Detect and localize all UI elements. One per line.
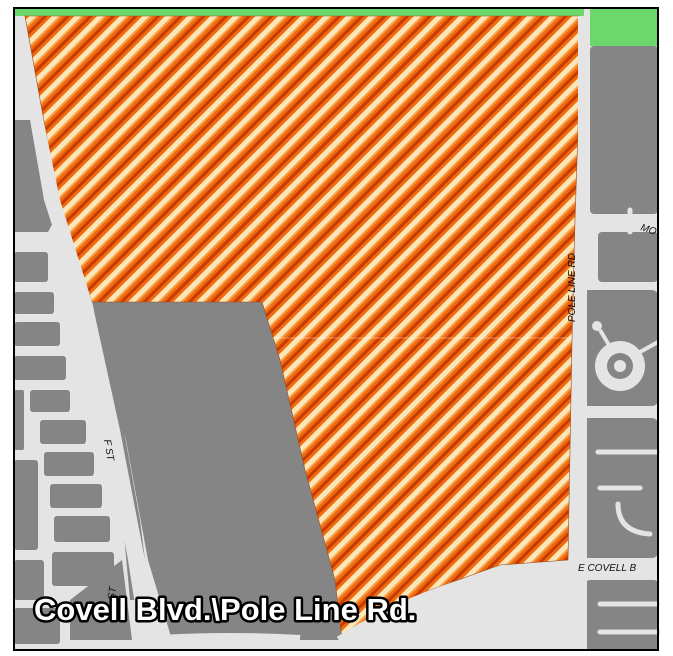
map-title: Covell Blvd.\Pole Line Rd. xyxy=(34,592,416,627)
east-minor-streets xyxy=(595,207,661,635)
pole-line-road xyxy=(578,16,587,650)
map-border xyxy=(13,7,659,651)
street-label-mo: MO xyxy=(639,222,658,238)
street-label-pole-line-rd: POLE LINE RD xyxy=(567,253,578,322)
street-label-f-st-lower: ST xyxy=(106,585,119,600)
cul-de-sac xyxy=(592,321,659,391)
f-street xyxy=(14,16,160,650)
street-label-f-st: F ST xyxy=(101,439,116,463)
e-covell-blvd-spur xyxy=(159,633,301,645)
commercial-parcel xyxy=(92,302,342,640)
street-label-e-covell: E COVELL B xyxy=(578,563,637,574)
park xyxy=(590,8,658,46)
e-covell-blvd xyxy=(336,560,659,648)
park-strip xyxy=(14,8,584,16)
